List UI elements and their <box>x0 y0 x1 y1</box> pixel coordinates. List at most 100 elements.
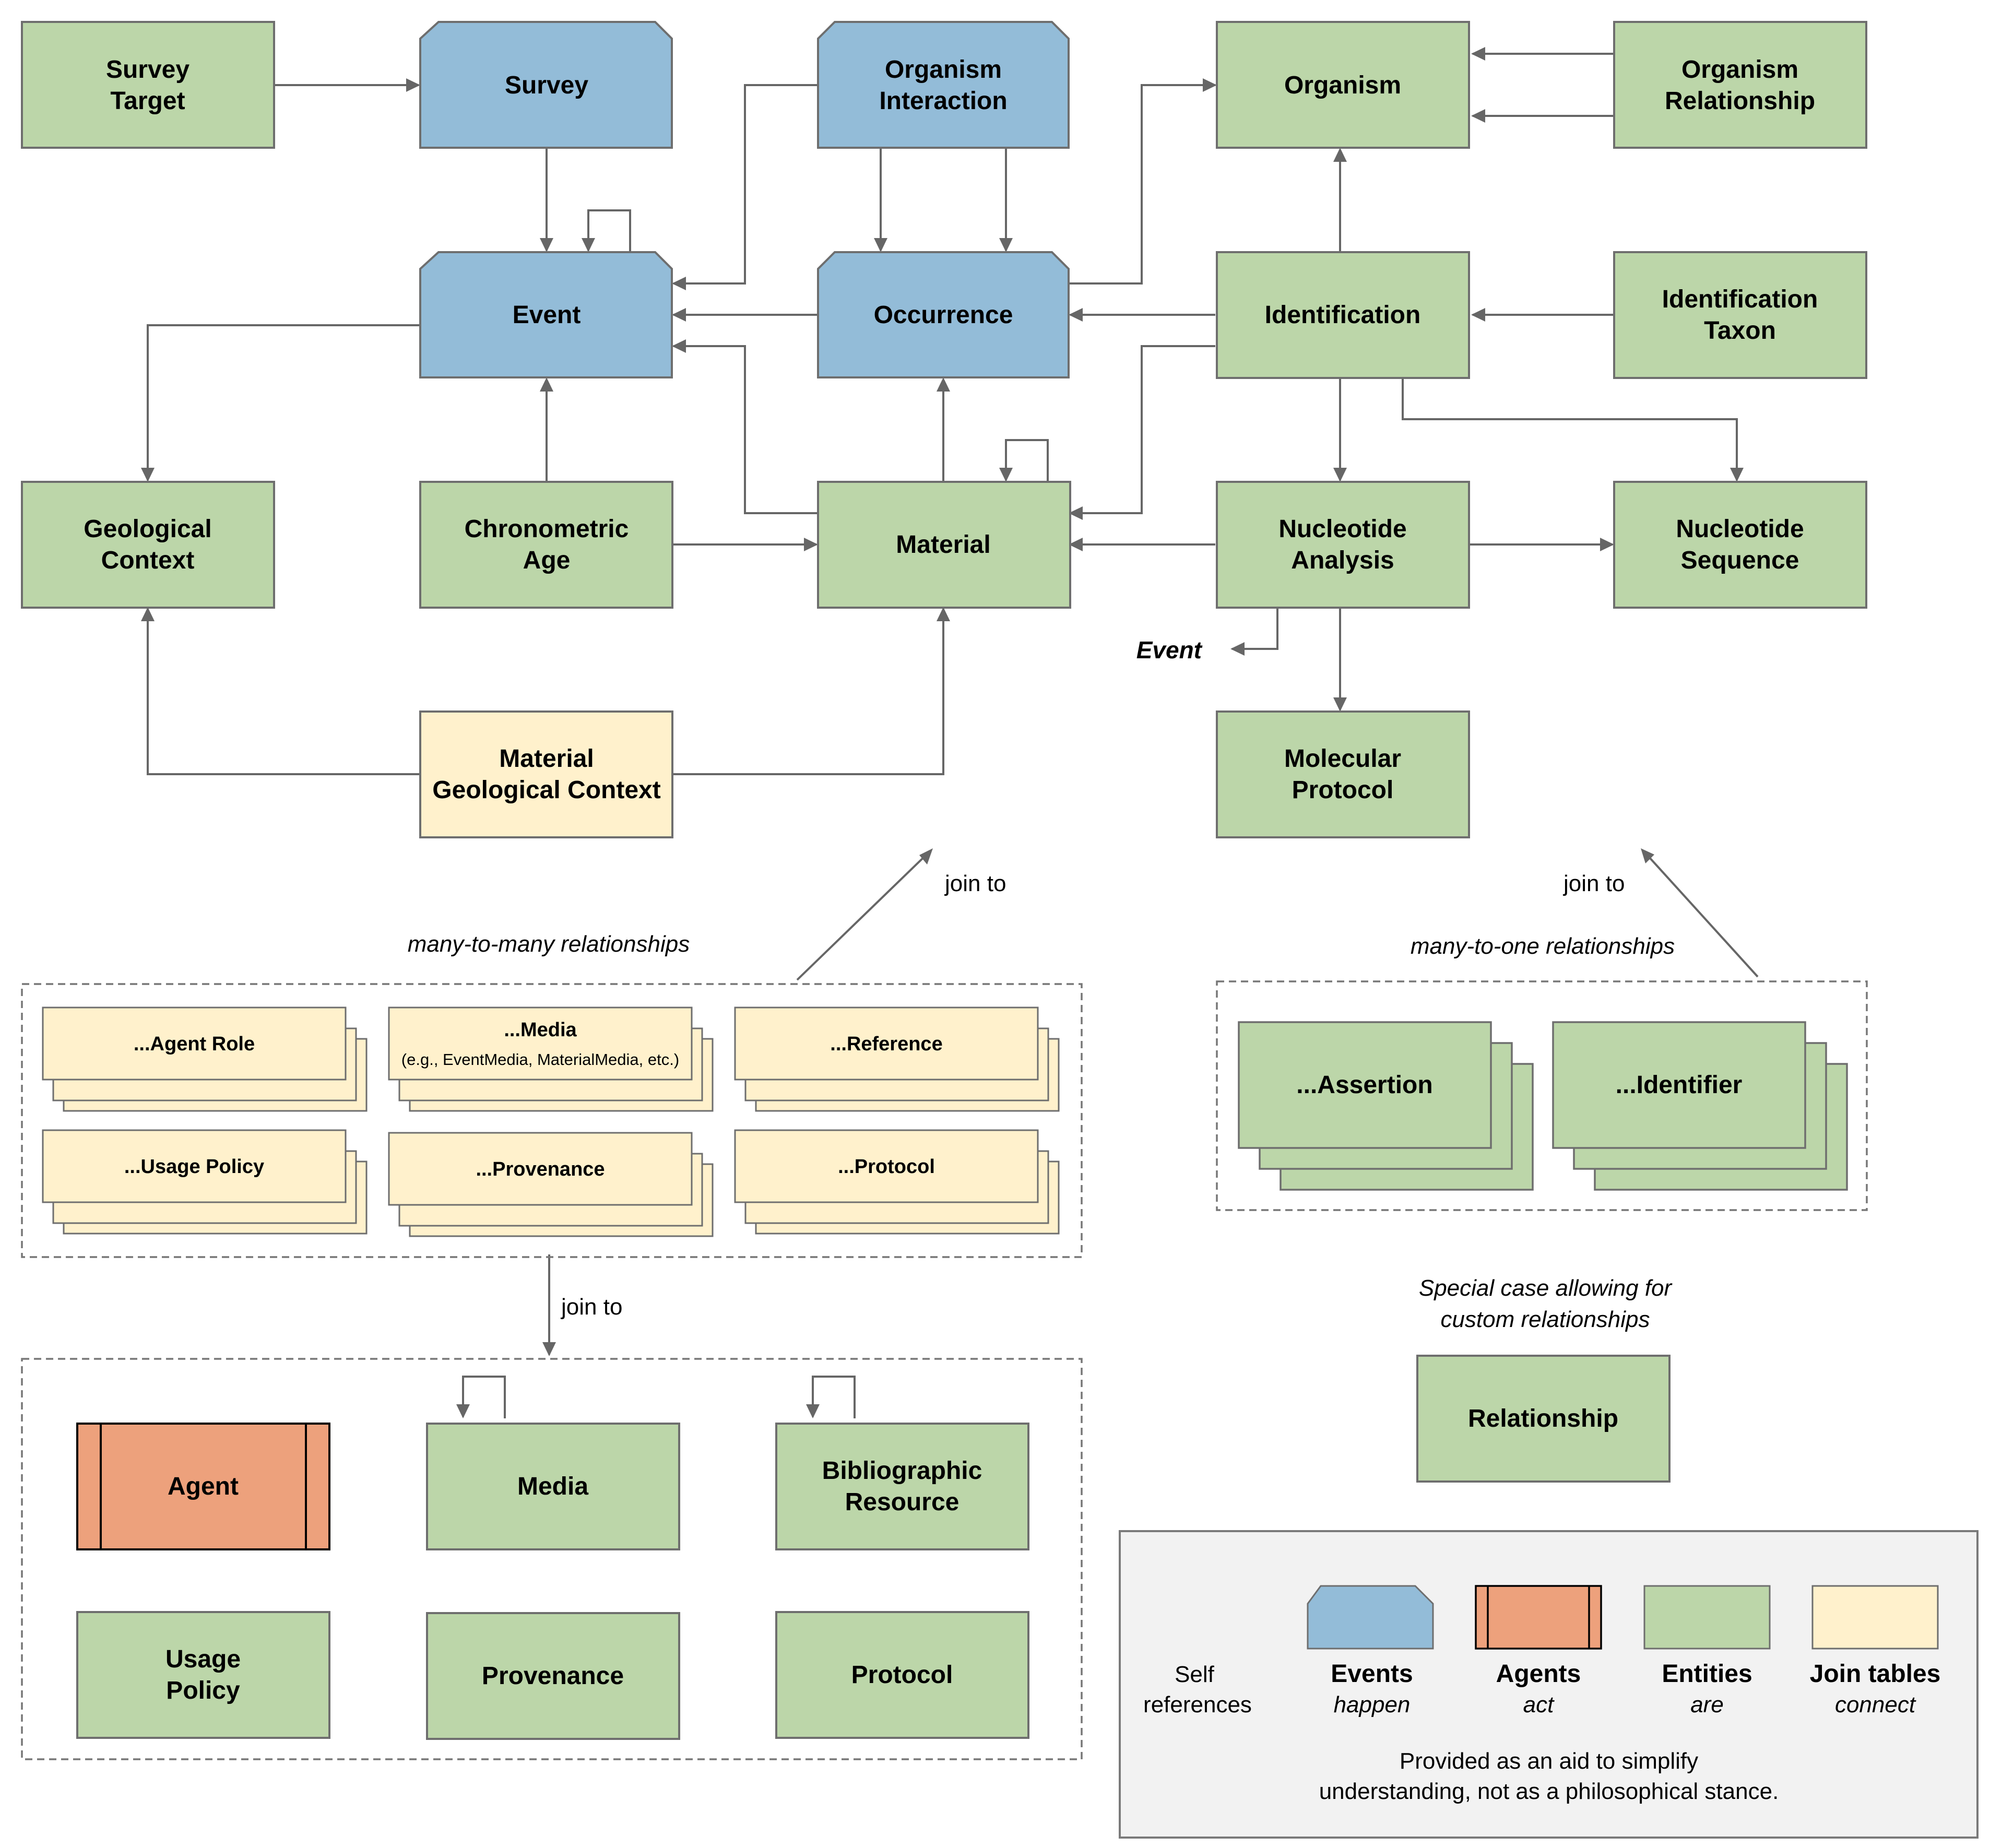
node-organism[interactable]: Organism <box>1216 21 1470 149</box>
assertion-tables[interactable]: ...Assertion <box>1238 1021 1534 1191</box>
arrowhead <box>672 308 686 322</box>
arrowhead <box>1203 78 1217 92</box>
edge-event-to-geological-context <box>147 324 420 480</box>
arrowhead <box>919 848 933 864</box>
join-table-label: ...Reference <box>830 1033 942 1055</box>
core-tables-group <box>21 1358 1083 1760</box>
assertion-label: ...Assertion <box>1296 1071 1432 1099</box>
arrowhead <box>672 339 686 353</box>
legend-panel <box>1119 1530 1979 1839</box>
node-label: Organism <box>885 56 1002 84</box>
node-material-geological-context[interactable]: Material Geological Context <box>419 710 673 838</box>
edge-media-self <box>462 1376 506 1418</box>
arrowhead <box>141 607 155 621</box>
node-survey[interactable]: Survey <box>419 21 673 149</box>
node-label: Relationship <box>1468 1405 1618 1432</box>
node-agent[interactable]: Agent <box>76 1423 330 1550</box>
join-table-label: ...Usage Policy <box>124 1156 264 1178</box>
node-label: Context <box>101 547 195 574</box>
node-survey-target[interactable]: Survey Target <box>21 21 275 149</box>
arrowhead <box>1471 47 1485 61</box>
join-to-label: join to <box>560 1294 622 1320</box>
arrowhead <box>806 1404 820 1418</box>
legend-note: understanding, not as a philosophical st… <box>1319 1779 1779 1804</box>
node-label: Protocol <box>1292 776 1394 804</box>
legend-join-tables-verb: connect <box>1835 1692 1916 1717</box>
node-relationship[interactable]: Relationship <box>1416 1355 1671 1483</box>
edge-occurrence-to-organism <box>1069 84 1215 285</box>
edge-material-geological-context-to-geological-context <box>147 609 420 775</box>
legend-agents-verb: act <box>1523 1692 1555 1717</box>
legend-join-tables-title: Join tables <box>1810 1660 1941 1688</box>
node-label: Nucleotide <box>1278 515 1406 543</box>
node-label: Media <box>517 1473 588 1500</box>
node-label: Resource <box>845 1488 960 1516</box>
join-table-provenance[interactable]: ...Provenance <box>388 1132 714 1237</box>
edge-many-to-many-join-up <box>796 851 930 981</box>
edge-identification-to-nucleotide-sequence <box>1402 377 1738 480</box>
node-molecular-protocol[interactable]: Molecular Protocol <box>1216 710 1470 838</box>
legend-agent-swatch <box>1475 1585 1602 1650</box>
node-bibliographic-resource[interactable]: Bibliographic Resource <box>775 1423 1029 1550</box>
node-media[interactable]: Media <box>426 1423 680 1550</box>
arrowhead <box>1230 642 1245 656</box>
legend-entities-verb: are <box>1690 1692 1724 1717</box>
legend-join-table-swatch <box>1811 1585 1939 1650</box>
node-label: Relationship <box>1665 87 1815 115</box>
node-organism-relationship[interactable]: Organism Relationship <box>1613 21 1867 149</box>
node-identification[interactable]: Identification <box>1216 251 1470 379</box>
node-label: Material <box>896 531 990 559</box>
join-table-reference[interactable]: ...Reference <box>734 1006 1060 1112</box>
node-label: Geological <box>84 515 211 543</box>
node-provenance[interactable]: Provenance <box>426 1612 680 1740</box>
join-table-label: ...Media <box>504 1019 577 1041</box>
join-table-agent-role[interactable]: ...Agent Role <box>42 1006 368 1112</box>
arrowhead <box>672 277 686 290</box>
arrowhead <box>582 238 595 252</box>
arrowhead <box>540 238 553 252</box>
node-material[interactable]: Material <box>817 481 1071 609</box>
edge-identification-to-material <box>1070 345 1215 514</box>
node-label: Identification <box>1662 286 1818 313</box>
arrowhead <box>1730 468 1744 482</box>
arrowhead <box>1641 848 1654 863</box>
legend-events-verb: happen <box>1334 1692 1411 1717</box>
edge-nucleotide-analysis-to-event <box>1232 607 1278 650</box>
node-occurrence[interactable]: Occurrence <box>817 251 1070 378</box>
node-usage-policy[interactable]: Usage Policy <box>76 1611 330 1739</box>
many-to-many-caption: many-to-many relationships <box>408 931 690 957</box>
node-nucleotide-analysis[interactable]: Nucleotide Analysis <box>1216 481 1470 609</box>
arrowhead <box>1069 308 1083 322</box>
arrowhead <box>1069 506 1083 520</box>
many-to-one-group <box>1216 980 1868 1211</box>
many-to-one-caption: many-to-one relationships <box>1411 933 1675 959</box>
node-protocol[interactable]: Protocol <box>775 1611 1029 1739</box>
arrowhead <box>542 1342 556 1356</box>
identifier-tables[interactable]: ...Identifier <box>1552 1021 1848 1191</box>
arrowhead <box>1471 109 1485 123</box>
node-label: Survey <box>106 56 189 84</box>
node-label: Analysis <box>1291 547 1394 574</box>
join-table-usage-policy[interactable]: ...Usage Policy <box>42 1129 368 1235</box>
node-label: Chronometric <box>465 515 629 543</box>
node-organism-interaction[interactable]: Organism Interaction <box>817 21 1070 149</box>
arrowhead <box>1069 538 1083 551</box>
node-chronometric-age[interactable]: Chronometric Age <box>419 481 673 609</box>
legend-entities-title: Entities <box>1662 1660 1752 1688</box>
arrowhead <box>999 468 1013 482</box>
legend-entity-swatch <box>1643 1585 1771 1650</box>
join-table-protocol[interactable]: ...Protocol <box>734 1129 1060 1235</box>
join-table-label: ...Provenance <box>476 1158 605 1180</box>
node-label: Molecular <box>1284 745 1401 773</box>
event-reference-label: Event <box>1136 636 1203 664</box>
arrowhead <box>937 607 950 621</box>
node-event[interactable]: Event <box>419 251 673 378</box>
arrowheads <box>141 47 1744 1641</box>
arrowhead <box>1600 538 1614 551</box>
node-nucleotide-sequence[interactable]: Nucleotide Sequence <box>1613 481 1867 609</box>
node-identification-taxon[interactable]: Identification Taxon <box>1613 251 1867 379</box>
arrowhead <box>1333 148 1347 162</box>
node-geological-context[interactable]: Geological Context <box>21 481 275 609</box>
join-table-media[interactable]: ...Media (e.g., EventMedia, MaterialMedi… <box>388 1006 714 1112</box>
